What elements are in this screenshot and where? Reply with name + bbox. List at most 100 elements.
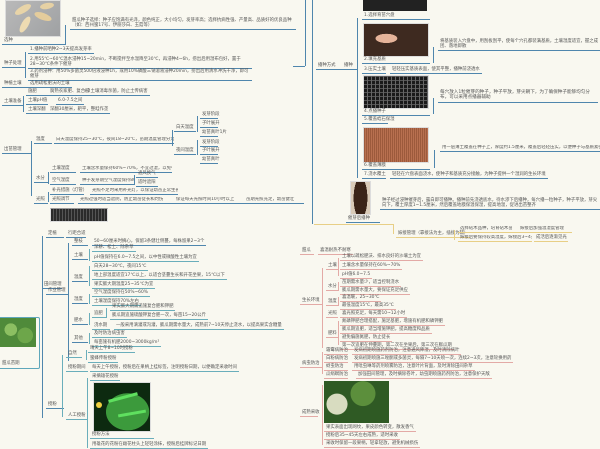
- fert-key: 肥水: [72, 318, 88, 325]
- humid-key: 湿度: [72, 297, 88, 304]
- soil-prep-value: 深翻30厘米，耙平，整畦作垄: [48, 107, 111, 114]
- step: 7.浇水覆土: [362, 172, 386, 179]
- temp-group-label: 夜间温度: [174, 148, 196, 155]
- grafting-label: 嫁接管理（靠接法为主，插接为辅）: [396, 231, 471, 238]
- pest-key: 瓜绢螟防治: [324, 372, 348, 379]
- pest-key: 白粉病防治: [324, 356, 348, 363]
- seedling-tray-photo: [50, 208, 108, 222]
- light-value: 光照过强时适当遮阴，防止幼苗徒长和灼伤: [78, 197, 174, 204]
- connector: [197, 116, 198, 132]
- light-extra2: 苗期光照充足，幼苗健壮: [244, 197, 304, 204]
- temp-text: 白天温度保持25~30℃，夜间18~20℃，苗期温度管理分为以下阶段: [54, 137, 174, 144]
- planting-key: 定植: [46, 231, 64, 238]
- soil-prep-key: 土壤pH值: [26, 98, 48, 105]
- connector: [23, 96, 24, 112]
- grafting-value: 嫁接后加强温湿度管理: [518, 226, 572, 233]
- soil-key: 土壤: [72, 253, 88, 260]
- humid-item: 空气湿度保持在50%~60%: [92, 290, 150, 297]
- pest-value: 用吡虫啉等药剂喷雾防治，注意叶片背面，及时清除田间杂草: [352, 364, 475, 371]
- fert-sub: 追肥: [92, 311, 106, 318]
- germinated-seed-photo: [350, 181, 371, 215]
- manual-bottom: 用雄花的花粉在雌花柱头上轻轻涂抹，授粉后挂牌标记日期: [90, 442, 209, 449]
- connector: [305, 0, 306, 66]
- pest-value: 加强田间管理，及时摘除卷叶，幼虫期喷施药剂防治，注意保护天敌: [356, 372, 492, 379]
- seedling-label: 出苗管理: [2, 147, 31, 154]
- pest-value: 发病初期喷施药剂防治，注意通风降湿，及时清除病叶: [352, 348, 462, 355]
- connector: [322, 385, 323, 445]
- soil-prep-value: 腐熟农家肥、复合肥: [48, 89, 90, 96]
- connector: [197, 140, 198, 155]
- growth-fert-item: 膨瓜期追肥，适当增施钾肥，提高糖度和品质: [340, 327, 432, 334]
- pest-label: 病虫防治: [300, 361, 322, 368]
- filling-photo: [363, 23, 429, 57]
- connector: [338, 258, 339, 276]
- water-value: 土壤含水量保持60%~70%，不宜过湿，以免引起烂种: [80, 166, 172, 173]
- connector: [89, 266, 90, 286]
- soil-prep-extra: +2土壤消毒杀菌，防止土传病害: [82, 89, 150, 96]
- water-value: 种子发芽期空气湿度保持80%以上: [80, 178, 134, 185]
- prune-key: 整枝: [72, 239, 88, 246]
- natural-key: 自然: [66, 351, 82, 358]
- light-label: 光照: [34, 197, 48, 204]
- connector: [134, 175, 135, 185]
- step-note: 将基质装入穴盘中，用刮板刮平，使每个穴孔都装满基质，土壤湿度适宜，握之成团、落地…: [438, 39, 600, 51]
- soil-prep-label: 土壤准备: [2, 99, 24, 106]
- growth-water-key: 水分: [326, 284, 338, 291]
- step: 5.覆盖蛭石保湿: [362, 117, 395, 124]
- step: 2.填充基质: [362, 57, 430, 64]
- water-key: 土壤湿度: [50, 166, 76, 173]
- temp-item: 果实膨大期温度25~35℃为宜: [92, 282, 156, 289]
- prune-value: 50~60厘米时摘心，保留3条健壮侧蔓，每株留果2~3个: [92, 239, 207, 246]
- growth-water-item: 苗期需水量少，适当控制浇水: [340, 280, 402, 287]
- pollination-photo: [93, 382, 151, 432]
- connector: [48, 192, 49, 202]
- pest-value: 发病初期喷施三唑酮或多菌灵，每隔7~10天喷一次，连续2~3次，注意轮换用药: [352, 356, 514, 363]
- sowing-label: 播种方式: [316, 63, 342, 70]
- seed-photo: [5, 0, 61, 37]
- sowing-photo: [363, 75, 429, 109]
- period-key: 授粉期间: [66, 365, 88, 372]
- growth-label: 生长环境: [300, 298, 322, 305]
- manual-caption: 授粉方法: [90, 432, 154, 439]
- step-note: 每穴放入1粒催芽的种子，种子平放，芽尖朝下，为了确保种子能够均匀分布，可以采用点…: [438, 90, 598, 103]
- step: 3.压实土壤: [362, 67, 386, 74]
- temp-item: 白天28~30℃，夜间15℃: [92, 264, 149, 271]
- temp-item: 发芽阶段: [200, 140, 220, 147]
- treatment-label: 种子处理: [2, 61, 26, 68]
- pollination-label: 授粉: [46, 402, 64, 409]
- harvest-item: 采收时保留一段果柄，轻拿轻放，避免机械损伤: [324, 441, 421, 448]
- planting-value: 行距合适: [66, 231, 86, 238]
- temp-item: 发芽阶段: [200, 112, 220, 119]
- connector: [314, 224, 394, 225]
- soil-prep-key: 土壤深翻: [26, 107, 48, 114]
- growth-fert-item: 第一次追肥在伸蔓期，第二次在坐果后，第三次在膨瓜期: [340, 343, 454, 350]
- connector: [86, 350, 87, 360]
- period-value: 每天上午授粉，授粉后在果柄上挂标签，注明授粉日期，以便确定采收时间: [90, 365, 239, 372]
- growth-soil-item: pH值6.0~7.5: [340, 272, 373, 279]
- connector: [322, 268, 323, 348]
- light-value: 光照不足时采用补光灯，以保证幼苗正常生长发育: [90, 188, 178, 195]
- soil-prep-key: 施肥: [26, 89, 48, 96]
- light-key: 补光措施（灯管）: [50, 188, 88, 195]
- growth-soil-item: 土壤含水量保持在60%~70%: [340, 263, 403, 270]
- connector: [434, 150, 435, 168]
- connector: [338, 297, 339, 306]
- connector: [338, 321, 339, 345]
- temp-item: 幼苗真叶: [200, 157, 220, 164]
- leaves-caption: 甜瓜苗期: [2, 361, 20, 366]
- growth-temp-item: 最低温度15℃，最高35℃: [340, 303, 396, 310]
- connector: [62, 355, 63, 417]
- grafting-key: 嫁接后要保持较高湿度，嫁接后3~4天内遮阴: [458, 235, 532, 242]
- connector: [338, 282, 339, 291]
- growth-fert-item: 氮磷钾肥合理搭配，施足基肥，增施有机肥和磷钾肥: [340, 319, 445, 326]
- connector: [42, 236, 43, 418]
- harvest-label: 成熟采收: [300, 410, 320, 417]
- germ-caption: 催芽后播种: [346, 216, 380, 223]
- pest-key: 蚜虫防治: [324, 364, 348, 371]
- connector: [293, 66, 305, 67]
- grafting-key: 选择砧木品种，培育砧木苗: [458, 226, 518, 233]
- harvest-item: 授粉后35~45天左右成熟，适时采收: [324, 433, 400, 440]
- env-title: 甜瓜: [300, 248, 314, 255]
- light-key: 光照调节: [50, 197, 74, 204]
- connector: [433, 47, 434, 63]
